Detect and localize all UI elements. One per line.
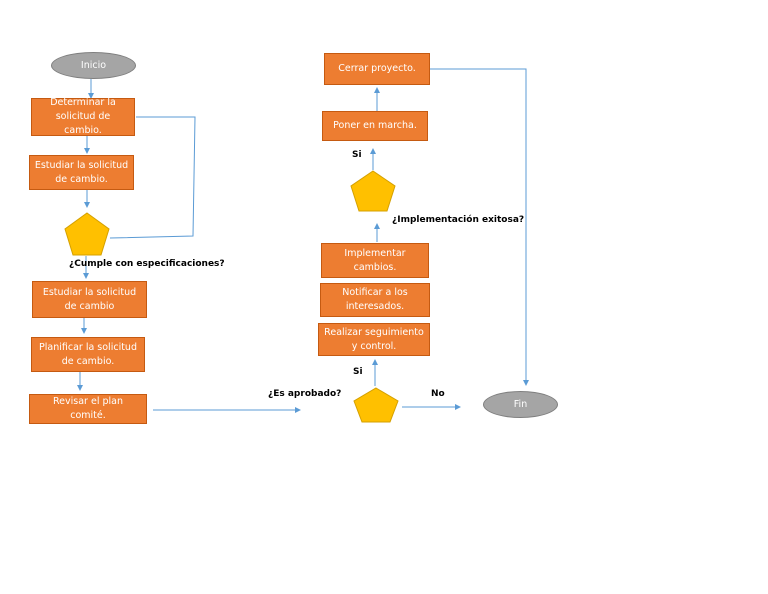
branch-yes-bottom: Si — [353, 367, 363, 377]
process-label: Realizar seguimiento y control. — [324, 326, 424, 352]
decision-specs-shape — [64, 212, 110, 256]
process-implementar: Implementar cambios. — [321, 243, 429, 278]
process-label: Cerrar proyecto. — [338, 63, 416, 74]
end-label: Fin — [513, 399, 528, 410]
decision-specs-label: ¿Cumple con especificaciones? — [69, 259, 225, 269]
process-label: Poner en marcha. — [333, 120, 417, 131]
branch-yes-top: Si — [352, 150, 362, 160]
process-cerrar: Cerrar proyecto. — [324, 53, 430, 85]
process-label: Estudiar la solicitud de cambio. — [34, 159, 129, 185]
decision-implementation-shape — [350, 170, 396, 212]
process-label: Notificar a los interesados. — [342, 287, 408, 312]
branch-no: No — [431, 389, 445, 399]
process-planificar: Planificar la solicitud de cambio. — [31, 337, 145, 372]
process-estudiar-1: Estudiar la solicitud de cambio. — [29, 155, 134, 190]
process-revisar: Revisar el plan comité. — [29, 394, 147, 424]
decision-approved-label: ¿Es aprobado? — [268, 389, 342, 399]
start-label: Inicio — [80, 60, 107, 71]
process-estudiar-2: Estudiar la solicitud de cambio — [32, 281, 147, 318]
loop-connector — [109, 116, 196, 239]
process-label: Estudiar la solicitud de cambio — [42, 286, 137, 312]
process-realizar: Realizar seguimiento y control. — [318, 323, 430, 356]
connector-close — [430, 68, 529, 386]
decision-approved-shape — [353, 387, 399, 423]
process-determinar: Determinar la solicitud de cambio. — [31, 97, 135, 136]
end-terminal: Fin — [483, 391, 558, 418]
process-label: Revisar el plan comité. — [53, 396, 123, 421]
start-terminal: Inicio — [51, 52, 136, 79]
decision-implementation-label: ¿Implementación exitosa? — [392, 215, 525, 225]
process-label: Planificar la solicitud de cambio. — [39, 341, 137, 367]
process-notificar: Notificar a los interesados. — [320, 283, 430, 317]
process-poner: Poner en marcha. — [322, 111, 428, 141]
process-label: Implementar cambios. — [344, 247, 406, 273]
process-label: Determinar la solicitud de cambio. — [50, 97, 116, 136]
